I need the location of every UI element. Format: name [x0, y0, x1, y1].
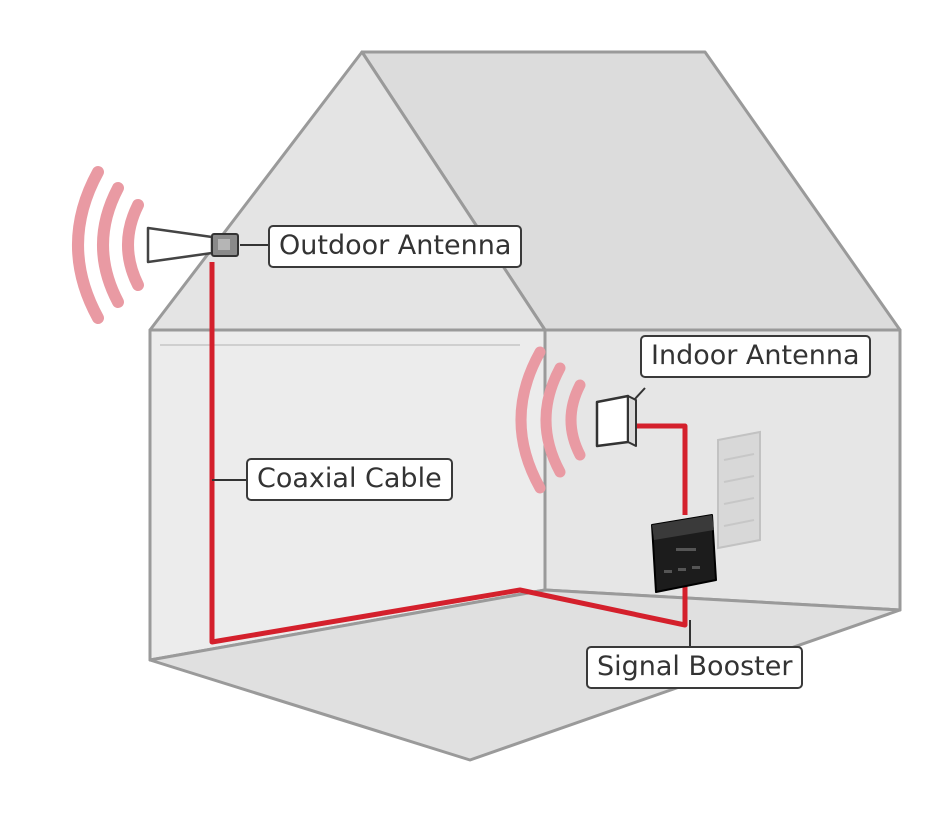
indoor-antenna-label: Indoor Antenna [640, 335, 871, 378]
label-leader-lines [212, 244, 691, 646]
signal-wave-icon [72, 166, 144, 324]
indoor-antenna-icon [595, 394, 637, 448]
signal-booster-icon [651, 514, 717, 593]
signal-wave-icon [515, 346, 586, 494]
coaxial-cable-line [209, 262, 688, 645]
outdoor-antenna-icon [146, 226, 239, 264]
indoor-cable-line [628, 423, 688, 515]
outdoor-antenna-label: Outdoor Antenna [268, 225, 523, 268]
coaxial-cable-label: Coaxial Cable [246, 458, 453, 501]
signal-booster-label: Signal Booster [586, 646, 804, 689]
floor [148, 588, 902, 762]
window [717, 430, 761, 550]
